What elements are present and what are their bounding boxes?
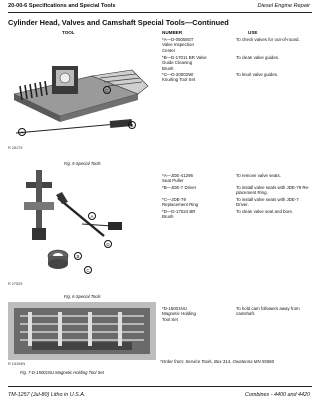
fig6-use-b: To install valve seats with JDE-79 Re- p… (236, 185, 310, 196)
page-header-section: 20-00-6 Specifications and Special Tools (8, 3, 116, 9)
page-header-manual-title: Diesel Engine Repair (257, 3, 310, 9)
fig7-caption: Fig. 7-D-15001NU Magnetic Holding Tool S… (20, 370, 104, 375)
fig6-use-c: To install valve seats with JDE-7 Driver… (236, 197, 299, 208)
column-heading-number: NUMBER (162, 30, 183, 35)
fig5-use-c: To knurl valve guides. (236, 72, 279, 77)
fig6-use-a: To remove valve seats. (236, 173, 281, 178)
fig5-tool-a: *A—D-05058ST Valve Inspection Center (162, 37, 194, 53)
fig5-use-a: To check valves for out-of-round. (236, 37, 300, 42)
footer-manual-id: TM-1257 (Jul-80) Litho in U.S.A. (8, 392, 86, 398)
fig5-photo (8, 36, 156, 144)
column-heading-tool: TOOL (62, 30, 75, 35)
fig5-callout-a: A (18, 128, 26, 136)
fig6-caption: Fig. 6-Special Tools (64, 294, 101, 299)
order-footnote: *Order from: Service Tools, Box 314, Owa… (160, 359, 275, 364)
fig6-code: R 27529 (8, 282, 23, 286)
column-heading-use: USE (248, 30, 258, 35)
footer-rule (8, 386, 312, 387)
fig7-code: R 15194N (8, 362, 26, 366)
fig6-photo (12, 168, 142, 278)
fig6-callout-c: C (84, 266, 92, 274)
fig7-use: To hold cam followers away from camshaft… (236, 306, 300, 317)
fig5-use-b: To clean valve guides. (236, 55, 280, 60)
fig5-callout-c: C (103, 86, 111, 94)
fig6-callout-a: A (88, 212, 96, 220)
fig7-tool: *D-15001NU Magnetic Holding Tool Set (162, 306, 196, 322)
fig6-tool-d: *D—D-17024 BR Brush (162, 209, 196, 220)
fig5-caption: Fig. 5-Special Tools (64, 161, 101, 166)
fig6-callout-b: B (74, 252, 82, 260)
fig5-tool-b: *B—D-17011 BR Valve Guide Cleaning Brush (162, 55, 207, 71)
header-rule (8, 12, 312, 13)
fig6-tool-b: *B—JDE-7 Driver (162, 185, 197, 190)
fig6-tool-c: *C—JDE-79 Replacement Ring (162, 197, 199, 208)
fig6-tool-a: *A—JDE-41296 Seat Puller (162, 173, 193, 184)
footer-model-range: Combines - 4400 and 4420 (244, 392, 310, 398)
page-title: Cylinder Head, Valves and Camshaft Speci… (8, 18, 229, 27)
fig6-use-d: To clean valve seat and bore. (236, 209, 294, 214)
fig5-tool-c: *C—D-20002WI Knurling Tool Set (162, 72, 196, 83)
fig7-photo (8, 302, 156, 360)
fig5-callout-b: B (128, 121, 136, 129)
fig6-callout-d: D (104, 240, 112, 248)
fig5-code: R 28179 (8, 146, 23, 150)
